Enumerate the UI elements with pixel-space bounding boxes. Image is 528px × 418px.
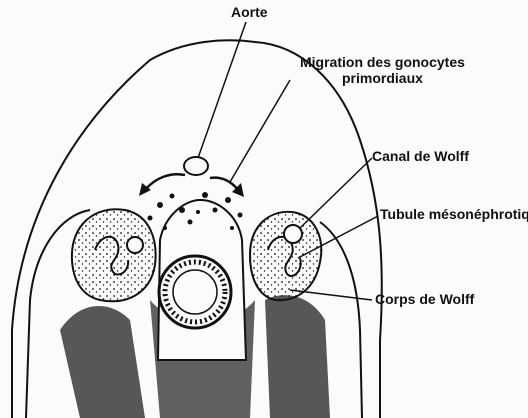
gut-lumen — [173, 270, 217, 314]
label-migration-line1: Migration des gonocytes — [300, 54, 465, 70]
leader-canal — [300, 158, 372, 228]
shaded-region-left — [60, 306, 145, 418]
leader-migration — [230, 80, 290, 182]
shaded-region-right — [265, 295, 330, 418]
migration-arrow-right — [210, 178, 238, 190]
mesonephros-right — [250, 212, 321, 300]
aorta — [184, 157, 208, 175]
label-migration: Migration des gonocytes primordiaux — [300, 54, 465, 86]
label-canal-de-wolff: Canal de Wolff — [372, 148, 469, 164]
migration-arrow-left — [145, 174, 185, 190]
label-aorte: Aorte — [231, 4, 268, 20]
label-corps-de-wolff: Corps de Wolff — [375, 291, 474, 307]
leader-corps — [290, 290, 372, 300]
label-tubule-mesonephrotique: Tubule mésonéphrotique — [380, 206, 528, 222]
label-migration-line2: primordiaux — [300, 70, 465, 86]
wolffian-duct-right — [284, 225, 302, 243]
mesonephros-left — [72, 209, 156, 301]
wolffian-duct-left — [127, 237, 143, 253]
